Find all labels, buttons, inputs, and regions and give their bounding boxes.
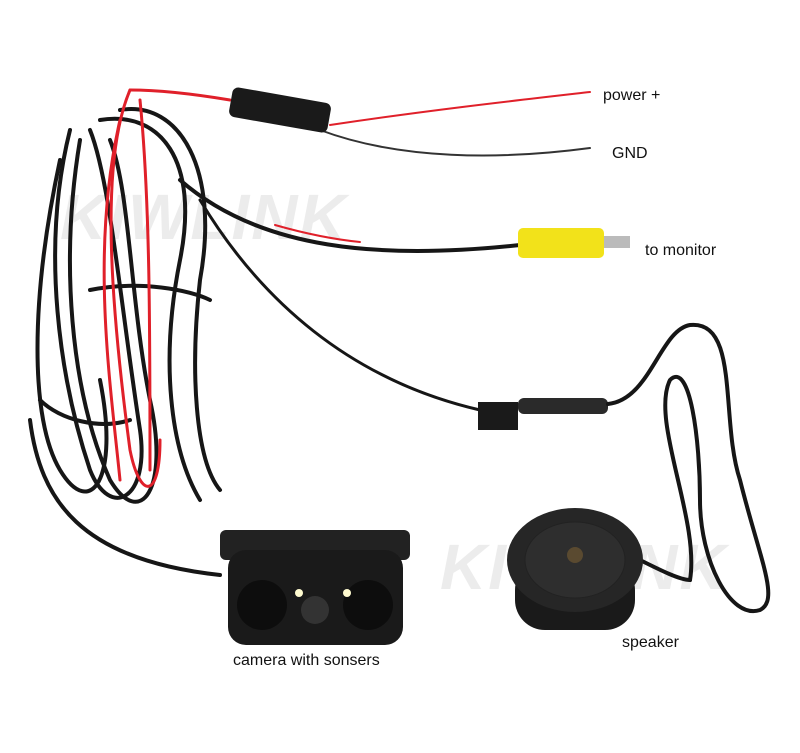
speaker-buzzer <box>507 508 643 630</box>
rca-cable <box>178 178 522 254</box>
label-camera: camera with sonsers <box>233 652 380 669</box>
gnd-wire <box>319 129 591 157</box>
inline-fuse <box>229 87 331 133</box>
speaker-signal-cable <box>198 198 482 412</box>
connector <box>518 398 608 414</box>
rca-tip <box>604 236 630 248</box>
label-monitor: to monitor <box>645 242 717 259</box>
speaker-coil <box>606 322 771 614</box>
camera-body <box>220 530 410 645</box>
power-wire <box>329 91 591 126</box>
label-speaker: speaker <box>622 634 679 651</box>
label-power: power + <box>603 87 661 104</box>
connector <box>478 402 518 430</box>
red-wire-bundle <box>102 88 232 488</box>
cable-bundle <box>28 107 222 577</box>
red-stub <box>274 224 361 243</box>
rca-plug-yellow <box>518 228 604 258</box>
label-gnd: GND <box>612 145 648 162</box>
